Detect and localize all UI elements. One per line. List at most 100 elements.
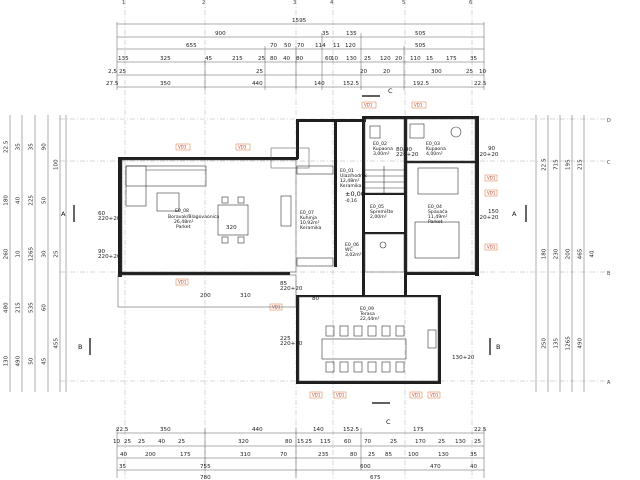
svg-text:130+20: 130+20	[452, 355, 475, 361]
axis-label-row: C	[607, 160, 611, 166]
side-dimension-label: 40	[590, 250, 596, 258]
axis-labels: 1 2 3 4 5 6 D C B A	[122, 0, 611, 386]
svg-text:320: 320	[226, 225, 237, 231]
svg-text:Boravak/Blagovaonica: Boravak/Blagovaonica	[168, 214, 219, 220]
side-dimension-label: 715	[554, 159, 560, 170]
svg-text:Spremište: Spremište	[370, 208, 393, 215]
svg-text:Kuhinja: Kuhinja	[300, 215, 317, 221]
side-dimension-label: 40	[16, 196, 22, 204]
svg-text:20: 20	[383, 69, 391, 75]
svg-text:2,00m²: 2,00m²	[370, 214, 387, 220]
svg-text:VD1: VD1	[414, 103, 423, 108]
svg-text:25: 25	[258, 56, 266, 62]
svg-text:E0_09: E0_09	[360, 306, 374, 312]
side-dimension-label: 260	[4, 248, 10, 259]
svg-text:40: 40	[283, 56, 291, 62]
svg-text:310: 310	[240, 452, 251, 458]
svg-text:140: 140	[314, 81, 325, 87]
svg-text:350: 350	[160, 81, 171, 87]
room-terrace: E0_09 Terasa 22,44m²	[359, 306, 380, 322]
svg-text:E0_04: E0_04	[428, 204, 442, 210]
svg-text:4,00m²: 4,00m²	[426, 151, 443, 157]
svg-text:E0_05: E0_05	[370, 204, 384, 210]
svg-text:25: 25	[305, 439, 313, 445]
room-labels: E0_08 Boravak/Blagovaonica 26,48m² Parke…	[168, 141, 448, 322]
svg-text:35: 35	[322, 31, 330, 37]
room-bath-2: E0_03 Kupaona 4,00m²	[426, 141, 446, 157]
room-kitchen: E0_07 Kuhinja 10,92m² Keramika	[300, 210, 322, 231]
dimension-chains-top	[116, 22, 485, 90]
svg-text:60: 60	[325, 56, 333, 62]
svg-text:26,48m²: 26,48m²	[174, 219, 194, 225]
side-dimension-label: 25	[54, 250, 60, 258]
side-dimension-label: 22.5	[542, 158, 548, 171]
svg-text:E0_06: E0_06	[345, 242, 359, 248]
svg-text:440: 440	[252, 81, 263, 87]
svg-text:320: 320	[238, 439, 249, 445]
svg-text:3,00m²: 3,00m²	[373, 151, 390, 157]
side-dimension-label: 100	[54, 159, 60, 170]
svg-text:15: 15	[426, 56, 434, 62]
svg-text:Kupaona: Kupaona	[373, 146, 393, 152]
svg-text:22,44m²: 22,44m²	[360, 316, 380, 322]
svg-text:505: 505	[415, 31, 426, 37]
svg-text:VD1: VD1	[336, 393, 345, 398]
svg-text:35: 35	[470, 452, 478, 458]
level-marker: ±0,00	[345, 190, 365, 198]
svg-text:90: 90	[98, 249, 106, 255]
svg-text:25: 25	[438, 439, 446, 445]
svg-text:27.5: 27.5	[106, 81, 119, 87]
svg-text:135: 135	[346, 31, 357, 37]
svg-text:85: 85	[280, 281, 288, 287]
side-dimension-label: 180	[542, 248, 548, 259]
side-dimension-label: 1265	[566, 336, 572, 351]
svg-text:25: 25	[364, 56, 372, 62]
svg-text:225: 225	[280, 336, 291, 342]
svg-text:Keramika: Keramika	[340, 183, 362, 189]
section-marker-a: A	[512, 210, 517, 218]
svg-text:505: 505	[415, 43, 426, 49]
dimension-text-left: 22.5180260480130354010215490352251265535…	[4, 140, 60, 366]
svg-text:140: 140	[313, 427, 324, 433]
svg-text:70: 70	[280, 452, 288, 458]
svg-text:VD1: VD1	[487, 191, 496, 196]
svg-text:25: 25	[119, 69, 127, 75]
svg-text:VD1: VD1	[178, 280, 187, 285]
room-wc: E0_06 WC 3,02m²	[345, 242, 362, 258]
svg-text:Parket: Parket	[176, 224, 191, 230]
side-dimension-label: 130	[4, 355, 10, 366]
svg-text:11: 11	[333, 43, 341, 49]
svg-text:3,02m²: 3,02m²	[345, 252, 362, 258]
svg-text:25: 25	[368, 452, 376, 458]
svg-text:220+20: 220+20	[98, 254, 121, 260]
svg-text:130: 130	[438, 452, 449, 458]
section-markers	[73, 95, 527, 404]
svg-text:755: 755	[200, 464, 211, 470]
dimension-text-bottom: 22.5 350 440 140 152.5 175 22.5 10 25 25…	[113, 427, 487, 480]
svg-text:25: 25	[474, 439, 482, 445]
side-dimension-label: 1265	[29, 246, 35, 261]
svg-text:100: 100	[408, 452, 419, 458]
opening-sizes: 220+20 220+20 220+20 220+20 220+20 220+2…	[98, 146, 499, 361]
svg-text:Keramika: Keramika	[300, 225, 322, 231]
svg-text:70: 70	[297, 43, 305, 49]
svg-text:VD1: VD1	[487, 176, 496, 181]
svg-text:25: 25	[466, 69, 474, 75]
svg-text:470: 470	[430, 464, 441, 470]
walls	[118, 116, 479, 384]
svg-text:22.5: 22.5	[116, 427, 129, 433]
svg-text:220+20: 220+20	[98, 216, 121, 222]
svg-text:40: 40	[158, 439, 166, 445]
svg-text:80: 80	[285, 439, 293, 445]
svg-text:25: 25	[256, 69, 264, 75]
side-dimension-label: 250	[542, 338, 548, 349]
svg-text:VD1: VD1	[412, 393, 421, 398]
svg-text:135: 135	[118, 56, 129, 62]
svg-text:WC: WC	[345, 247, 353, 253]
section-marker-c: C	[388, 87, 393, 95]
axis-label-row: D	[607, 118, 611, 124]
svg-text:120: 120	[345, 43, 356, 49]
svg-text:VD1: VD1	[487, 245, 496, 250]
svg-text:200: 200	[145, 452, 156, 458]
